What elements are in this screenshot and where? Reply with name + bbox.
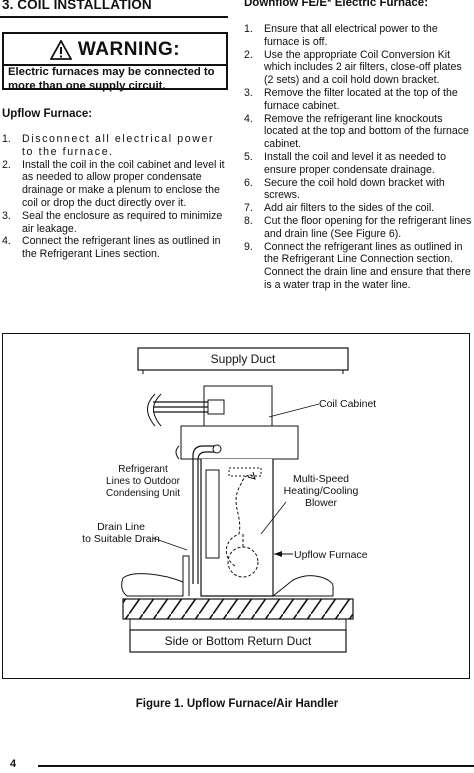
list-item: 7. Add air filters to the sides of the co…: [244, 202, 473, 215]
step-number: 8.: [244, 214, 253, 227]
list-item: 8. Cut the floor opening for the refriger…: [244, 215, 473, 241]
refrigerant-lines: Refrigerant Lines to Outdoor Condensing …: [106, 393, 225, 499]
warning-heading: WARNING:: [77, 39, 181, 60]
coil-cabinet: Coil Cabinet: [175, 398, 376, 460]
upflow-furnace-diagram: Supply Duct Coil Cabinet Refrigerant Lin…: [82, 347, 376, 653]
step-text: Connect the refrigerant lines as outline…: [264, 240, 471, 291]
step-number: 9.: [244, 240, 253, 253]
step-text: Connect the refrigerant lines as outline…: [22, 235, 221, 261]
step-text: Use the appropriate Coil Conversion Kit …: [264, 48, 462, 87]
blower-label-3: Blower: [305, 497, 338, 509]
blower: Multi-Speed Heating/Cooling Blower: [260, 473, 359, 535]
warning-header: WARNING:: [4, 38, 226, 62]
upflow-furnace: [200, 459, 274, 597]
step-number: 2.: [2, 158, 11, 171]
upflow-furnace-callout: Upflow Furnace: [274, 549, 368, 561]
figure-caption: Figure 1. Upflow Furnace/Air Handler: [135, 698, 339, 710]
refrigerant-label-2: Lines to Outdoor: [106, 476, 181, 487]
downflow-heading: Downflow FE/E* Electric Furnace:: [244, 0, 429, 9]
drain-line: Drain Line to Suitable Drain: [82, 521, 190, 596]
list-item: 3. Remove the filter located at the top o…: [244, 87, 473, 113]
upflow-furnace-label: Upflow Furnace: [294, 549, 368, 561]
page-number: 4: [10, 758, 17, 770]
step-text: Install the coil in the coil cabinet and…: [22, 158, 225, 209]
step-number: 3.: [2, 209, 11, 222]
step-number: 6.: [244, 176, 253, 189]
step-number: 3.: [244, 86, 253, 99]
step-text: Remove the filter located at the top of …: [264, 86, 458, 112]
step-number: 1.: [244, 23, 253, 35]
downflow-steps: 1. Ensure that all electrical power to th…: [244, 23, 473, 292]
blower-label-2: Heating/Cooling: [284, 485, 359, 497]
warning-box: WARNING: Electric furnaces may be connec…: [2, 32, 228, 92]
step-number: 1.: [2, 133, 11, 145]
step-text: Install the coil and level it as needed …: [264, 150, 446, 176]
list-item: 5. Install the coil and level it as neede…: [244, 151, 473, 177]
list-item: 4. Remove the refrigerant line knockouts …: [244, 113, 473, 151]
coil-cabinet-label: Coil Cabinet: [319, 398, 376, 410]
step-number: 2.: [244, 48, 253, 61]
figure-frame: [2, 333, 470, 679]
section-title: 3. COIL INSTALLATION: [2, 0, 152, 12]
drain-label-2: to Suitable Drain: [82, 533, 160, 545]
step-text: Ensure that all electrical power to the …: [264, 23, 438, 48]
step-number: 5.: [244, 150, 253, 163]
list-item: 2. Install the coil in the coil cabinet …: [2, 159, 228, 210]
list-item: 1. Disconnect all electrical power to th…: [2, 133, 228, 159]
warning-triangle-icon: [49, 40, 72, 60]
supply-duct: Supply Duct: [137, 347, 349, 374]
return-duct-label: Side or Bottom Return Duct: [165, 634, 312, 648]
list-item: 4. Connect the refrigerant lines as outl…: [2, 235, 228, 261]
supply-duct-label: Supply Duct: [211, 352, 276, 366]
step-text: Cut the floor opening for the refrigeran…: [264, 214, 472, 240]
step-number: 4.: [244, 112, 253, 125]
blower-label-1: Multi-Speed: [293, 473, 349, 485]
step-text: Disconnect all electrical power to the f…: [22, 133, 215, 158]
step-text: Remove the refrigerant line knockouts lo…: [264, 112, 469, 151]
plenum: [203, 385, 273, 427]
step-text: Secure the coil hold down bracket with s…: [264, 176, 445, 202]
list-item: 6. Secure the coil hold down bracket with…: [244, 177, 473, 203]
step-number: 7.: [244, 202, 253, 215]
list-item: 2. Use the appropriate Coil Conversion Ki…: [244, 49, 473, 87]
floor: [121, 573, 354, 620]
return-duct: Side or Bottom Return Duct: [129, 619, 347, 653]
warning-body: Electric furnaces may be connected to mo…: [8, 66, 215, 92]
list-item: 9. Connect the refrigerant lines as outli…: [244, 241, 473, 292]
upflow-heading: Upflow Furnace:: [2, 108, 93, 120]
warning-divider: [4, 64, 226, 66]
list-item: 1. Ensure that all electrical power to th…: [244, 23, 473, 49]
drain-label-1: Drain Line: [97, 521, 145, 533]
refrigerant-label-3: Condensing Unit: [106, 488, 180, 499]
upflow-steps: 1. Disconnect all electrical power to th…: [2, 133, 228, 261]
title-rule: [0, 16, 228, 18]
step-text: Add air filters to the sides of the coil…: [264, 202, 435, 215]
refrigerant-label-1: Refrigerant: [118, 464, 168, 475]
footer-rule: [38, 765, 474, 767]
step-number: 4.: [2, 235, 11, 248]
list-item: 3. Seal the enclosure as required to min…: [2, 210, 228, 236]
step-text: Seal the enclosure as required to minimi…: [22, 209, 223, 235]
